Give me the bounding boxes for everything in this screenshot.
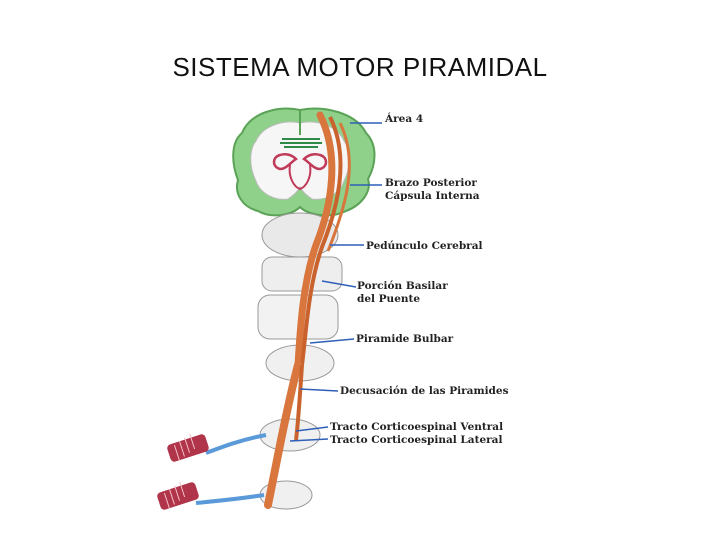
pointer-piramide bbox=[309, 338, 355, 344]
lateral-ventricle-left bbox=[272, 152, 298, 171]
peripheral-nerves bbox=[157, 433, 267, 510]
pyramidal-tract-diagram: Área 4 Brazo Posterior Cápsula Interna P… bbox=[150, 95, 710, 525]
label-capsula-interna: Cápsula Interna bbox=[385, 190, 480, 202]
corpus-callosum bbox=[280, 138, 322, 148]
pointer-ventral bbox=[295, 426, 329, 432]
pointer-lines bbox=[289, 122, 382, 442]
basal-ganglia bbox=[288, 164, 312, 191]
lateral-ventricle-right bbox=[302, 152, 328, 171]
label-del-puente: del Puente bbox=[357, 293, 421, 305]
corticospinal-tract bbox=[264, 111, 351, 509]
label-decusacion: Decusación de las Piramides bbox=[340, 385, 509, 397]
pointer-decusacion bbox=[299, 388, 339, 392]
label-area-4: Área 4 bbox=[385, 113, 424, 125]
brain-section bbox=[232, 107, 376, 217]
label-brazo-posterior: Brazo Posterior bbox=[385, 177, 477, 189]
label-tracto-ventral: Tracto Corticoespinal Ventral bbox=[330, 421, 504, 433]
cervical-cord-section bbox=[259, 418, 321, 452]
pointer-lateral bbox=[289, 438, 329, 442]
label-tracto-lateral: Tracto Corticoespinal Lateral bbox=[330, 434, 503, 446]
pointer-porcion bbox=[321, 280, 357, 288]
pons-section bbox=[261, 256, 343, 292]
label-pedunculo-cerebral: Pedúnculo Cerebral bbox=[366, 240, 483, 252]
nerve-upper bbox=[205, 433, 267, 455]
label-porcion-basilar: Porción Basilar bbox=[357, 280, 448, 292]
label-piramide-bulbar: Piramide Bulbar bbox=[356, 333, 454, 345]
diagram-illustration bbox=[157, 107, 382, 510]
slide-title: SISTEMA MOTOR PIRAMIDAL bbox=[172, 52, 548, 82]
nerve-lower bbox=[195, 493, 265, 505]
